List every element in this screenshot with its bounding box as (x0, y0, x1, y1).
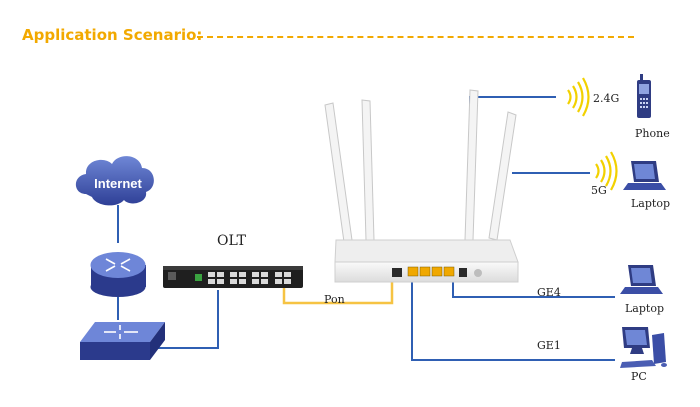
link-pon-fiber (282, 282, 394, 305)
title-divider (197, 36, 634, 38)
wifi-router (324, 89, 519, 283)
lan-ports (407, 266, 455, 277)
wifi-5g-label: 5G (591, 184, 607, 197)
power-port (459, 268, 467, 277)
antenna-2 (361, 99, 375, 241)
phone-label: Phone (635, 127, 670, 140)
pon-port (392, 268, 402, 277)
phone-icon (637, 74, 651, 118)
link-switch-olt (152, 290, 219, 349)
wifi-24g-label: 2.4G (593, 92, 620, 105)
router-icon (90, 252, 146, 297)
olt-label: OLT (217, 233, 246, 249)
antenna-4 (488, 111, 517, 241)
diagram-title: Application Scenario: (22, 26, 203, 44)
laptop-wifi-label: Laptop (631, 197, 670, 210)
wifi-signal-5g (595, 151, 618, 191)
antenna-3 (464, 89, 479, 241)
laptop-wired-icon (620, 265, 663, 294)
switch-icon (80, 322, 165, 360)
reset-button (474, 269, 482, 277)
antenna-1 (324, 102, 353, 243)
link-ge1 (411, 282, 615, 361)
pc-label: PC (631, 370, 647, 383)
olt-device (163, 266, 303, 288)
ge4-label: GE4 (537, 286, 561, 299)
pc-icon (620, 327, 667, 368)
link-ge4 (452, 282, 615, 298)
ge1-label: GE1 (537, 339, 561, 352)
wifi-signal-24g (567, 77, 590, 117)
internet-label: Internet (94, 176, 142, 191)
pon-label: Pon (324, 293, 345, 306)
laptop-wifi-icon (623, 161, 666, 190)
internet-cloud: Internet (75, 156, 154, 206)
laptop-wired-label: Laptop (625, 302, 664, 315)
